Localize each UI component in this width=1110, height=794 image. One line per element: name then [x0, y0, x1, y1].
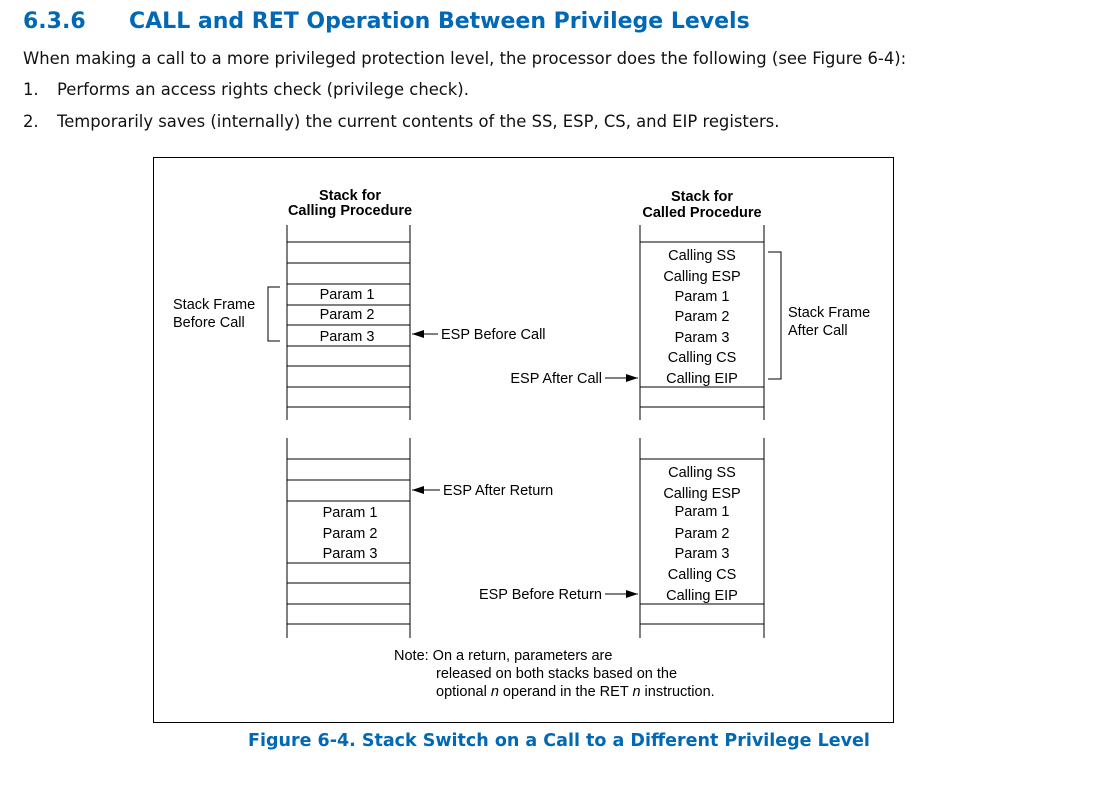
frame-before-label: Before Call: [173, 315, 245, 331]
stack-cell: Calling SS: [668, 465, 736, 481]
stack-cell: Param 1: [675, 504, 730, 520]
stack-cell: Param 2: [675, 309, 730, 325]
called-stack-header: Called Procedure: [642, 205, 761, 221]
stack-cell: Calling EIP: [666, 371, 738, 387]
frame-after-label: After Call: [788, 323, 848, 339]
called-stack-header: Stack for: [671, 189, 733, 205]
called-stack-top: [639, 225, 765, 420]
stack-cell: Param 1: [675, 289, 730, 305]
calling-stack-bottom: [286, 438, 411, 638]
stack-cell: Param 3: [323, 546, 378, 562]
intro-paragraph: When making a call to a more privileged …: [23, 49, 907, 68]
stack-cell: Param 2: [323, 526, 378, 542]
figure-diagram: Stack for Calling Procedure Stack for Ca…: [173, 188, 870, 700]
frame-before-label: Stack Frame: [173, 297, 255, 313]
section-title: CALL and RET Operation Between Privilege…: [129, 9, 750, 34]
section-heading: 6.3.6 CALL and RET Operation Between Priv…: [23, 9, 750, 34]
stack-cell: Calling EIP: [666, 588, 738, 604]
stack-cell: Param 3: [675, 330, 730, 346]
esp-after-call-label: ESP After Call: [510, 371, 602, 387]
list-number: 2.: [23, 112, 39, 131]
stack-cell: Param 3: [675, 546, 730, 562]
stack-cell: Param 2: [675, 526, 730, 542]
list-number: 1.: [23, 80, 39, 99]
figure-caption: Figure 6-4. Stack Switch on a Call to a …: [248, 731, 870, 751]
stack-cell: Calling CS: [668, 350, 737, 366]
calling-stack-header: Calling Procedure: [288, 203, 412, 219]
list-text: Temporarily saves (internally) the curre…: [57, 112, 780, 131]
frame-after-bracket: [768, 251, 782, 380]
frame-before-bracket: [267, 286, 280, 342]
list-item: 1. Performs an access rights check (privi…: [23, 80, 469, 99]
stack-cell: Param 2: [320, 307, 375, 323]
stack-cell: Calling CS: [668, 567, 737, 583]
calling-stack-top: [286, 225, 411, 420]
esp-before-call-label: ESP Before Call: [441, 327, 546, 343]
stack-cell: Calling ESP: [663, 269, 740, 285]
stack-switch-figure: Stack for Calling Procedure Stack for Ca…: [153, 157, 894, 723]
called-stack-bottom: [639, 438, 765, 638]
stack-cell: Param 1: [323, 505, 378, 521]
section-number: 6.3.6: [23, 9, 86, 34]
stack-cell: Calling ESP: [663, 486, 740, 502]
figure-note: Note: On a return, parameters are: [394, 648, 612, 664]
frame-after-label: Stack Frame: [788, 305, 870, 321]
list-item: 2. Temporarily saves (internally) the cur…: [23, 112, 779, 131]
stack-cell: Param 1: [320, 287, 375, 303]
stack-cell: Calling SS: [668, 248, 736, 264]
figure-note: released on both stacks based on the: [436, 666, 677, 682]
calling-stack-header: Stack for: [319, 188, 381, 204]
esp-after-return-label: ESP After Return: [443, 483, 553, 499]
esp-before-return-label: ESP Before Return: [479, 587, 602, 603]
stack-cell: Param 3: [320, 329, 375, 345]
figure-note: optional n operand in the RET n instruct…: [436, 684, 715, 700]
list-text: Performs an access rights check (privile…: [57, 80, 469, 99]
